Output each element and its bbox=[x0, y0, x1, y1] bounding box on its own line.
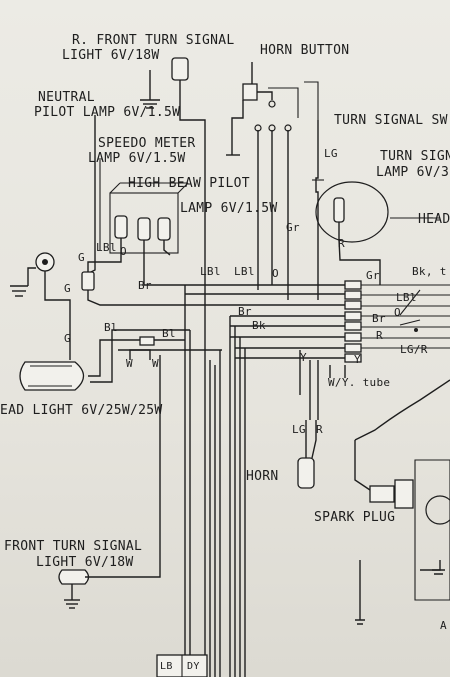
wire-code-r-horn: R bbox=[316, 423, 323, 436]
turn-signal-lamp-label-2: LAMP 6V/3 bbox=[376, 165, 450, 180]
high-beam-pilot-label-2: LAMP 6V/1.5W bbox=[180, 201, 278, 216]
high-beam-pilot-label-1: HIGH BEAW PILOT bbox=[128, 176, 250, 191]
wire-code-o-right: O bbox=[394, 306, 401, 319]
speedo-meter-label-1: SPEEDO METER bbox=[98, 136, 196, 151]
l-front-turn-label-1: FRONT TURN SIGNAL bbox=[4, 539, 143, 554]
wire-code-br-center: Br bbox=[238, 305, 252, 318]
wire-code-lg-r: LG/R bbox=[400, 343, 428, 356]
wire-code-r-right: R bbox=[376, 329, 383, 342]
r-front-turn-label-2: LIGHT 6V/18W bbox=[62, 48, 160, 63]
wire-code-a-right: A bbox=[440, 619, 447, 632]
main-harness-horizontal bbox=[185, 284, 450, 359]
turn-signal-switch-label: TURN SIGNAL SW bbox=[334, 113, 448, 128]
neutral-pilot-label-1: NEUTRAL bbox=[38, 90, 95, 105]
neutral-pilot-label-2: PILOT LAMP 6V/1.5W bbox=[34, 105, 181, 120]
connector-block bbox=[344, 280, 362, 363]
wire-code-y-b: Y bbox=[354, 353, 361, 366]
wire-code-br-left: Br bbox=[138, 279, 152, 292]
wire-code-lbl-a: LBl bbox=[200, 265, 221, 278]
horn-button-symbol bbox=[226, 62, 319, 300]
wire-code-g-1: G bbox=[78, 251, 85, 264]
wire-code-gr-conn: Gr bbox=[366, 269, 380, 282]
wire-code-bk-right: Bk, t bbox=[412, 265, 447, 278]
spark-plug-symbol bbox=[354, 379, 450, 625]
spark-plug-label: SPARK PLUG bbox=[314, 510, 396, 525]
wire-code-lbl-b: LBl bbox=[234, 265, 255, 278]
wire-code-y-a: Y bbox=[300, 351, 307, 364]
wire-code-bk-center: Bk bbox=[252, 319, 266, 332]
horn-symbol bbox=[297, 420, 317, 489]
harness-vertical-bundle bbox=[184, 285, 246, 677]
speedo-meter-label-2: LAMP 6V/1.5W bbox=[88, 151, 186, 166]
wire-code-wy-tube: W/Y. tube bbox=[328, 376, 391, 389]
turn-signal-lamp-right bbox=[315, 181, 440, 285]
wire-code-w-b: W bbox=[152, 357, 159, 370]
wire-code-r-head: R bbox=[338, 237, 345, 250]
wire-code-g-3: G bbox=[64, 332, 71, 345]
r-front-turn-label-1: R. FRONT TURN SIGNAL bbox=[72, 33, 235, 48]
wire-code-w-a: W bbox=[126, 357, 133, 370]
wire-code-g-2: G bbox=[64, 282, 71, 295]
wire-code-o-left: O bbox=[120, 245, 127, 258]
head-right-label: HEAD bbox=[418, 212, 450, 227]
head-light-label: EAD LIGHT 6V/25W/25W bbox=[0, 403, 163, 418]
wire-code-bl-a: Bl bbox=[104, 321, 118, 334]
horn-label: HORN bbox=[246, 469, 279, 484]
turn-signal-lamp-label-1: TURN SIGN bbox=[380, 149, 450, 164]
instrument-cluster bbox=[84, 115, 189, 286]
left-front-turn-signal-lamp bbox=[58, 355, 161, 609]
r-front-turn-signal-lamp bbox=[140, 57, 206, 285]
wire-code-lb-bottom: LB bbox=[160, 661, 173, 672]
wire-code-lg-top: LG bbox=[324, 147, 338, 160]
wire-code-dy-bottom: DY bbox=[187, 661, 200, 672]
l-front-turn-label-2: LIGHT 6V/18W bbox=[36, 555, 134, 570]
horn-button-label: HORN BUTTON bbox=[260, 43, 350, 58]
wire-code-lg-horn: LG bbox=[292, 423, 306, 436]
wire-code-bl-b: Bl bbox=[162, 327, 176, 340]
wire-code-lbl-left: LBl bbox=[96, 241, 117, 254]
wire-code-gr-mid: Gr bbox=[286, 221, 300, 234]
left-lamp-ground bbox=[10, 252, 71, 360]
wire-code-br-right: Br bbox=[372, 312, 386, 325]
wire-code-o-mid: O bbox=[272, 267, 279, 280]
wire-code-lbl-right: LBl bbox=[396, 291, 417, 304]
